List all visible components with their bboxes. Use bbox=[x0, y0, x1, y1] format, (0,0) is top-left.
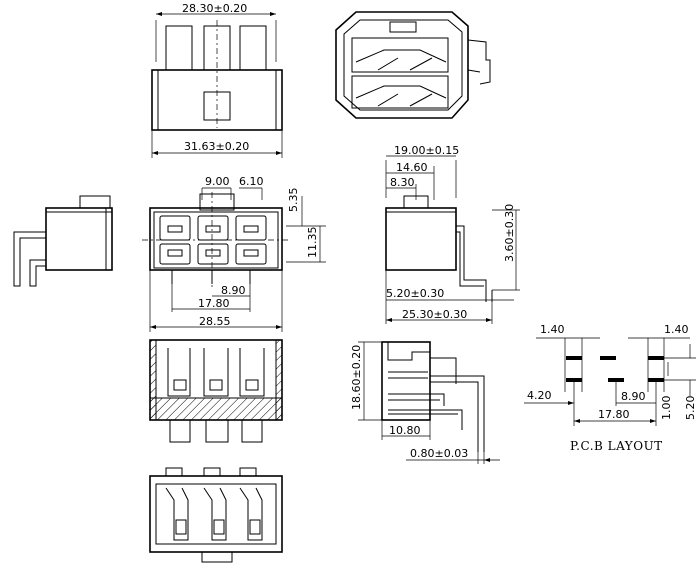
dim-pcb-left: 1.40 bbox=[540, 323, 565, 336]
dim-front-6: 6.10 bbox=[239, 175, 264, 188]
dim-pcb-520: 5.20 bbox=[684, 396, 697, 421]
section-view-housing bbox=[149, 339, 283, 443]
dim-front-9: 9.00 bbox=[205, 175, 230, 188]
pcb-layout-label: P.C.B LAYOUT bbox=[570, 439, 663, 453]
dim-side-depth: 19.00±0.15 bbox=[394, 144, 459, 157]
bottom-view bbox=[149, 467, 283, 563]
dim-sec-1080: 10.80 bbox=[389, 424, 421, 437]
dim-side-total: 25.30±0.30 bbox=[402, 308, 467, 321]
dim-sec-height: 18.60±0.20 bbox=[350, 345, 363, 410]
dim-pcb-right: 1.40 bbox=[664, 323, 689, 336]
dim-pcb-890: 8.90 bbox=[621, 390, 646, 403]
dim-front-890: 8.90 bbox=[221, 284, 246, 297]
dim-side-height: 3.60±0.30 bbox=[503, 204, 516, 262]
dim-top-width: 28.30±0.20 bbox=[182, 2, 247, 15]
dim-pcb-420: 4.20 bbox=[527, 389, 552, 402]
dim-side-pin: 5.20±0.30 bbox=[386, 287, 444, 300]
dim-front-2855: 28.55 bbox=[199, 315, 231, 328]
section-view-side: 18.60±0.20 10.80 0.80±0.03 bbox=[350, 341, 500, 464]
top-view: 28.30±0.20 31.63±0.20 bbox=[151, 2, 283, 158]
dim-front-1135: 11.35 bbox=[306, 227, 319, 259]
pcb-layout: 1.40 1.40 1.00 5.20 4.20 8.90 17.80 bbox=[524, 323, 697, 453]
dim-side-14: 14.60 bbox=[396, 161, 428, 174]
dim-front-535: 5.35 bbox=[287, 188, 300, 213]
dim-pcb-1780: 17.80 bbox=[598, 408, 630, 421]
dim-sec-pin: 0.80±0.03 bbox=[410, 447, 468, 460]
dim-pcb-100: 1.00 bbox=[660, 396, 673, 421]
left-side-view bbox=[13, 195, 113, 287]
dim-top-base-width: 31.63±0.20 bbox=[184, 140, 249, 153]
isometric-view bbox=[335, 11, 491, 119]
front-view: 9.00 6.10 5.35 11.35 8.90 bbox=[142, 175, 326, 332]
dim-front-1780: 17.80 bbox=[198, 297, 230, 310]
right-side-view: 19.00±0.15 14.60 8.30 3.60±0.30 5.20±0.3… bbox=[385, 144, 520, 324]
dim-side-8: 8.30 bbox=[390, 176, 415, 189]
